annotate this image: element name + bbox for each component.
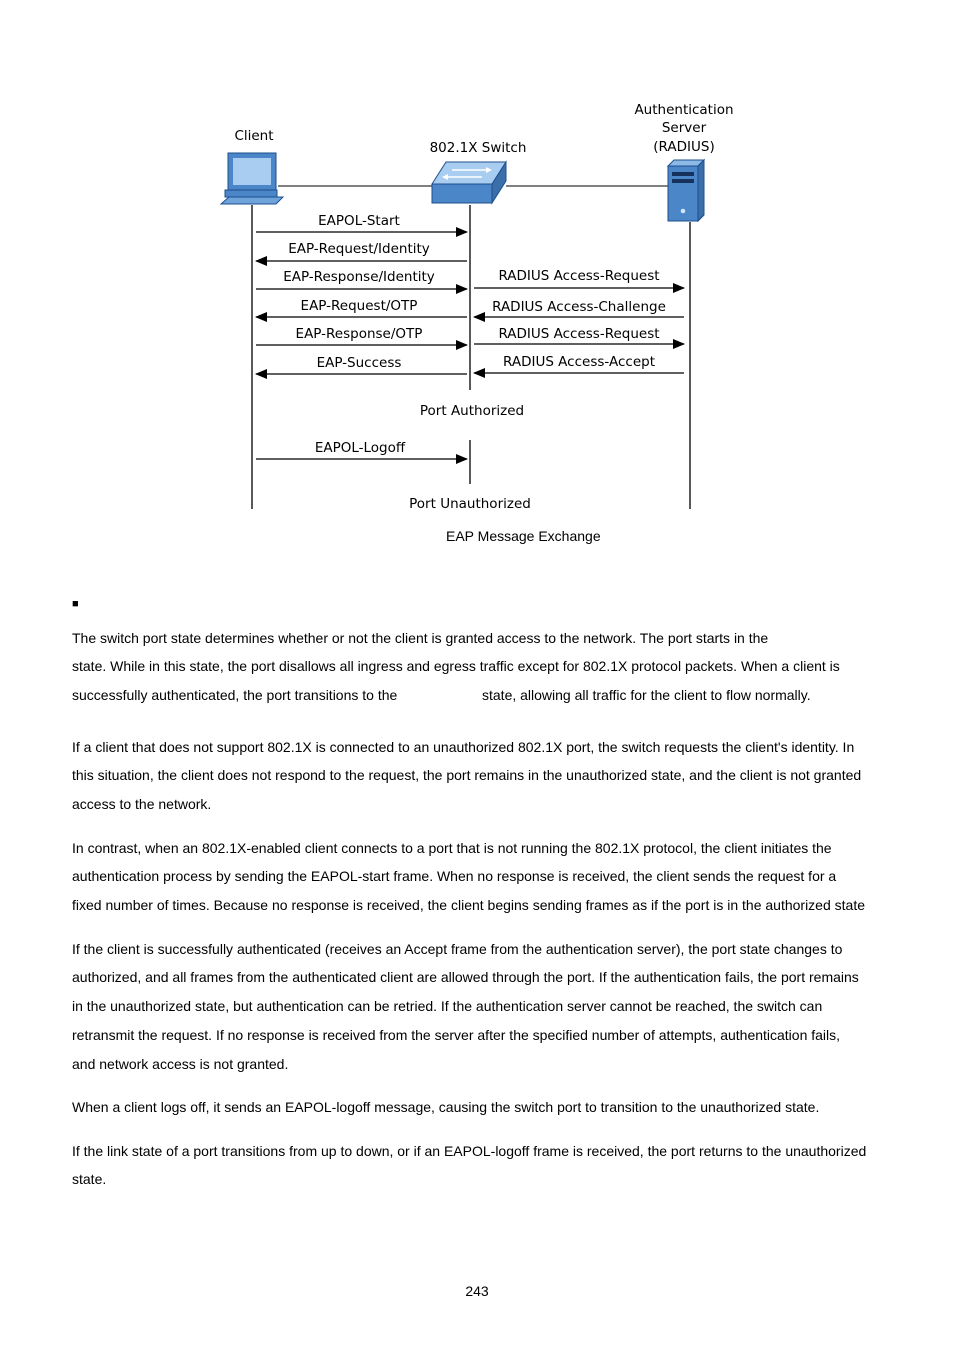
paragraph-line: state.: [72, 1171, 107, 1187]
msg-radius-challenge: RADIUS Access-Challenge: [492, 299, 666, 315]
paragraph-line: retransmit the request. If no response i…: [72, 1027, 841, 1043]
port-unauthorized-label: Port Unauthorized: [409, 496, 531, 512]
paragraph-line: If a client that does not support 802.1X…: [72, 739, 855, 755]
section-bullet: ■: [72, 598, 79, 610]
paragraph-line: When a client logs off, it sends an EAPO…: [72, 1099, 820, 1115]
switch-icon: [431, 160, 507, 205]
paragraph-line: state. While in this state, the port dis…: [72, 658, 840, 674]
msg-radius-accept: RADIUS Access-Accept: [503, 354, 655, 370]
paragraph-line: authentication process by sending the EA…: [72, 868, 837, 884]
paragraph-line: fixed number of times. Because no respon…: [72, 897, 865, 913]
msg-eap-response-otp: EAP-Response/OTP: [296, 326, 423, 342]
page-number: 243: [465, 1283, 489, 1299]
paragraph-line: in the unauthorized state, but authentic…: [72, 998, 823, 1014]
switch-label: 802.1X Switch: [430, 140, 527, 156]
msg-radius-request-1: RADIUS Access-Request: [498, 268, 659, 284]
msg-eap-success: EAP-Success: [317, 355, 402, 371]
paragraph-line: access to the network.: [72, 796, 212, 812]
paragraph-line: If the client is successfully authentica…: [72, 941, 843, 957]
paragraph-line: In contrast, when an 802.1X-enabled clie…: [72, 840, 832, 856]
msg-eap-request-otp: EAP-Request/OTP: [301, 298, 418, 314]
paragraph-line: and network access is not granted.: [72, 1056, 289, 1072]
computer-icon: [219, 152, 285, 205]
paragraph-line: authorized, and all frames from the auth…: [72, 969, 859, 985]
msg-eap-response-identity: EAP-Response/Identity: [283, 269, 435, 285]
server-label-line3: (RADIUS): [653, 139, 714, 155]
paragraph-line: The switch port state determines whether…: [72, 630, 769, 646]
eap-exchange-diagram: Client 802.1X Switch Authentication Serv…: [219, 102, 734, 512]
paragraph-line: If the link state of a port transitions …: [72, 1143, 867, 1159]
paragraph-line: successfully authenticated, the port tra…: [72, 687, 398, 703]
msg-radius-request-2: RADIUS Access-Request: [498, 326, 659, 342]
server-icon: [666, 158, 706, 223]
msg-eapol-logoff: EAPOL-Logoff: [315, 440, 406, 456]
msg-eap-request-identity: EAP-Request/Identity: [288, 241, 430, 257]
client-label: Client: [234, 128, 273, 144]
server-label-line1: Authentication: [634, 102, 733, 118]
port-authorized-label: Port Authorized: [420, 403, 524, 419]
server-label-line2: Server: [662, 120, 707, 136]
paragraph-line: this situation, the client does not resp…: [72, 767, 862, 783]
paragraph-line: state, allowing all traffic for the clie…: [482, 687, 811, 703]
figure-caption: EAP Message Exchange: [446, 528, 601, 544]
msg-eapol-start: EAPOL-Start: [318, 213, 400, 229]
